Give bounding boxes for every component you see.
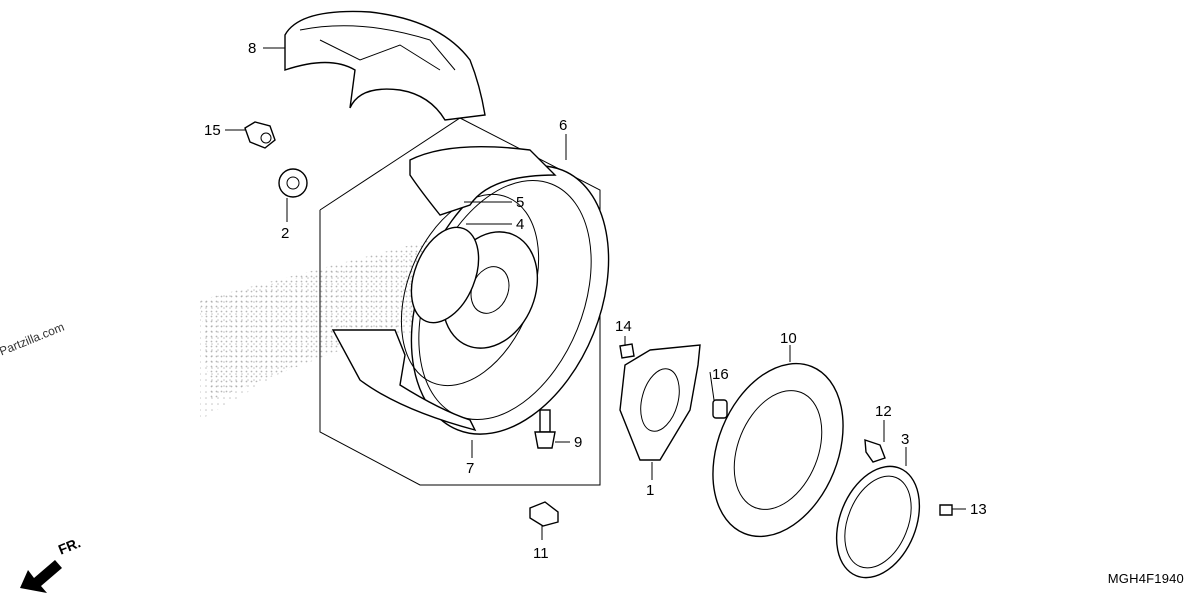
bolt-14-part: [619, 343, 635, 359]
callout-2: 2: [281, 225, 289, 242]
callout-8: 8: [248, 40, 256, 57]
flange-part: [619, 344, 701, 461]
collar-16-part: [712, 399, 728, 419]
callout-1: 1: [646, 482, 654, 499]
hub-part: [410, 226, 539, 349]
collar-nut-part: [244, 121, 276, 149]
screw-13-part: [939, 504, 953, 516]
bolt-12-part: [864, 439, 886, 463]
upper-cover-part: [409, 145, 557, 216]
callout-16: 16: [712, 366, 729, 383]
grommet-part: [278, 168, 308, 198]
callout-11: 11: [533, 545, 549, 562]
callout-12: 12: [875, 403, 892, 420]
callout-15: 15: [204, 122, 221, 139]
balance-weight-part: [529, 501, 559, 527]
callout-13: 13: [970, 501, 987, 518]
callout-7: 7: [466, 460, 474, 477]
callout-labels: 8 15 2 5 4 6 7 9 11 1 14 16 10 12 3 13: [204, 40, 987, 562]
diagram-code: MGH4F1940: [1107, 571, 1184, 586]
leader-lines: [225, 47, 966, 540]
brake-disc-part: [712, 362, 844, 538]
lower-cover-part: [331, 329, 477, 432]
callout-9: 9: [574, 434, 582, 451]
front-arrow-icon: [20, 560, 62, 593]
pulser-ring-part: [835, 465, 921, 579]
callout-10: 10: [780, 330, 797, 347]
dotted-watermark-2: [200, 240, 430, 400]
callout-5: 5: [516, 194, 524, 211]
valve-part: [534, 409, 556, 449]
callout-14: 14: [615, 318, 632, 335]
callout-6: 6: [559, 117, 567, 134]
callout-4: 4: [516, 216, 524, 233]
tire-part: [284, 10, 486, 121]
callout-3: 3: [901, 431, 909, 448]
